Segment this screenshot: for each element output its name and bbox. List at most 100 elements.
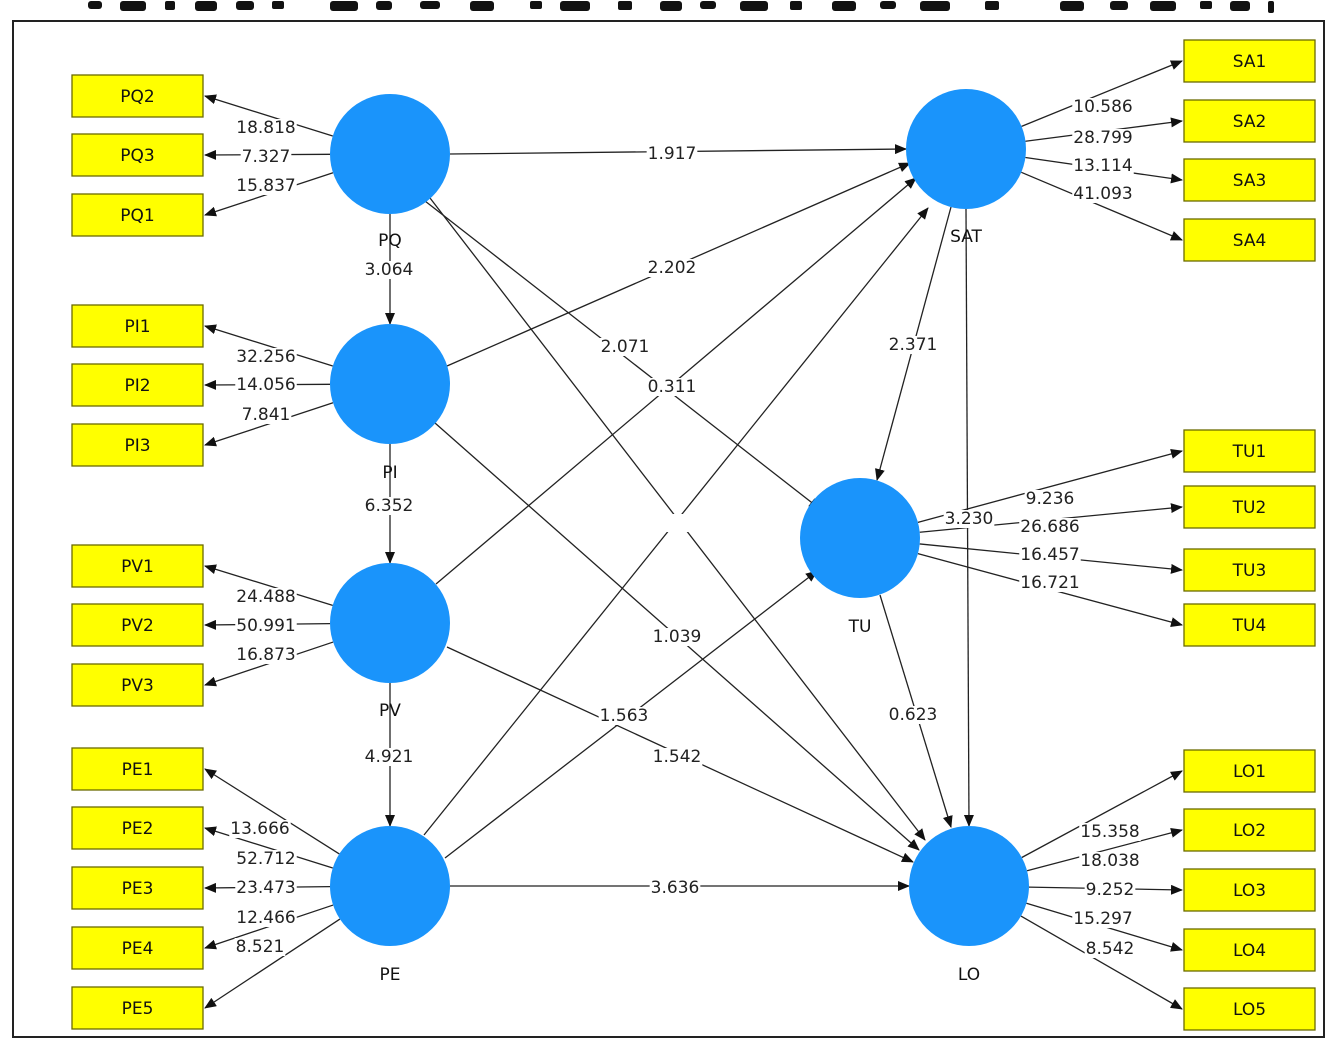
loading-value-pv1: 24.488 xyxy=(236,587,295,607)
path-value-pq-to-pi: 3.064 xyxy=(365,260,414,280)
loading-value-pv2: 50.991 xyxy=(236,616,295,636)
indicator-label-pe5: PE5 xyxy=(122,999,154,1019)
loading-value-pv2-bg xyxy=(235,617,297,635)
path-value-pv-to-lo: 1.542 xyxy=(653,747,702,767)
construct-circle-pe xyxy=(330,826,450,946)
path-value-pi-to-sat-bg xyxy=(646,259,698,277)
indicator-box-pe4 xyxy=(71,926,204,970)
path-value-pi-to-pv: 6.352 xyxy=(365,496,414,516)
path-value-pv-to-lo-bg xyxy=(651,748,703,766)
loading-value-lo1-bg xyxy=(1079,823,1141,841)
indicator-box-lo5 xyxy=(1183,987,1316,1031)
loading-value-pv3-bg xyxy=(235,646,297,664)
path-value-pq-to-tu-bg xyxy=(599,338,651,356)
indicator-box-sa4 xyxy=(1183,218,1316,262)
loading-value-pe2: 52.712 xyxy=(236,849,295,869)
loading-line-pe5 xyxy=(204,918,341,1009)
indicator-box-pe2 xyxy=(71,806,204,850)
indicator-box-sa3 xyxy=(1183,158,1316,202)
loading-line-lo5 xyxy=(1020,915,1183,1010)
loading-value-pe3-bg xyxy=(235,879,297,897)
indicator-box-pv1 xyxy=(71,544,204,588)
indicator-box-pe1 xyxy=(71,747,204,791)
indicator-label-sa3: SA3 xyxy=(1233,171,1267,191)
loading-value-pe1: 13.666 xyxy=(230,819,289,839)
loading-value-lo4-bg xyxy=(1072,910,1134,928)
indicator-box-pq1 xyxy=(71,193,204,237)
indicator-label-lo4: LO4 xyxy=(1233,941,1266,961)
loading-value-lo5-bg xyxy=(1084,940,1136,958)
loading-value-tu3: 16.457 xyxy=(1020,545,1079,565)
loading-value-pq1-bg xyxy=(235,177,297,195)
path-value-pq-to-lo-bg xyxy=(649,514,701,532)
loading-value-sa1: 10.586 xyxy=(1073,97,1132,117)
indicator-box-sa2 xyxy=(1183,99,1316,143)
indicator-box-tu3 xyxy=(1183,548,1316,592)
construct-circle-tu xyxy=(800,478,920,598)
construct-label-pq: PQ xyxy=(378,231,402,251)
loading-value-pe2-bg xyxy=(235,850,297,868)
path-value-pv-to-sat: 0.311 xyxy=(648,377,697,397)
path-value-tu-to-lo: 0.623 xyxy=(889,705,938,725)
indicator-label-pe4: PE4 xyxy=(122,939,154,959)
indicator-box-pi1 xyxy=(71,304,204,348)
loading-value-pe5-bg xyxy=(234,938,286,956)
loading-line-sa1 xyxy=(1021,60,1183,127)
construct-label-pi: PI xyxy=(382,463,397,483)
path-value-pi-to-lo: 1.039 xyxy=(653,627,702,647)
loading-value-pv1-bg xyxy=(235,588,297,606)
loading-value-pq3-bg xyxy=(240,148,292,166)
loading-value-lo2-bg xyxy=(1079,852,1141,870)
indicator-label-sa1: SA1 xyxy=(1233,52,1267,72)
path-value-pi-to-pv-bg xyxy=(363,497,415,515)
path-value-pq-to-sat-bg xyxy=(646,145,698,163)
loading-line-pe2 xyxy=(204,826,333,869)
indicator-box-tu2 xyxy=(1183,485,1316,529)
loading-value-pi1-bg xyxy=(235,348,297,366)
loading-value-tu2: 26.686 xyxy=(1020,517,1079,537)
indicator-label-pi3: PI3 xyxy=(124,436,150,456)
loading-value-sa3: 13.114 xyxy=(1073,156,1132,176)
path-value-pv-to-pe-bg xyxy=(363,748,415,766)
indicator-label-sa4: SA4 xyxy=(1233,231,1267,251)
loading-line-pi1 xyxy=(204,324,333,367)
indicator-label-pe2: PE2 xyxy=(122,819,154,839)
loading-value-pq2-bg xyxy=(235,119,297,137)
indicator-label-lo2: LO2 xyxy=(1233,821,1266,841)
construct-circle-lo xyxy=(909,826,1029,946)
path-value-sat-to-lo-bg xyxy=(943,510,995,528)
loading-value-tu1: 9.236 xyxy=(1026,489,1075,509)
path-value-pi-to-sat: 2.202 xyxy=(648,258,697,278)
path-value-tu-to-lo-bg xyxy=(887,706,939,724)
loading-value-lo5: 8.542 xyxy=(1086,939,1135,959)
loading-value-sa4: 41.093 xyxy=(1073,184,1132,204)
loading-line-lo2 xyxy=(1026,827,1183,872)
indicator-label-lo1: LO1 xyxy=(1233,762,1266,782)
indicator-label-pi1: PI1 xyxy=(124,317,150,337)
indicator-label-pq1: PQ1 xyxy=(120,206,154,226)
indicator-label-tu2: TU2 xyxy=(1232,498,1267,518)
indicator-box-tu4 xyxy=(1183,603,1316,647)
indicator-box-pq2 xyxy=(71,74,204,118)
loading-line-lo1 xyxy=(1021,770,1183,859)
loading-value-lo4: 15.297 xyxy=(1073,909,1132,929)
indicator-box-lo2 xyxy=(1183,808,1316,852)
loading-value-sa1-bg xyxy=(1072,98,1134,116)
loading-value-lo3: 9.252 xyxy=(1086,880,1135,900)
indicator-box-pe3 xyxy=(71,866,204,910)
loading-value-pv3: 16.873 xyxy=(236,645,295,665)
loading-value-tu4: 16.721 xyxy=(1020,573,1079,593)
indicator-label-lo3: LO3 xyxy=(1233,881,1266,901)
path-value-sat-to-tu: 2.371 xyxy=(889,335,938,355)
construct-label-pe: PE xyxy=(380,965,401,985)
cropped-title-strip xyxy=(0,0,1337,14)
construct-circle-pi xyxy=(330,324,450,444)
construct-circle-pv xyxy=(330,563,450,683)
loading-line-pv1 xyxy=(204,564,333,606)
loading-value-pe3: 23.473 xyxy=(236,878,295,898)
loading-value-pq3: 7.327 xyxy=(242,147,291,167)
path-value-pq-to-sat: 1.917 xyxy=(648,144,697,164)
indicator-label-pv1: PV1 xyxy=(121,557,154,577)
indicator-box-tu1 xyxy=(1183,429,1316,473)
